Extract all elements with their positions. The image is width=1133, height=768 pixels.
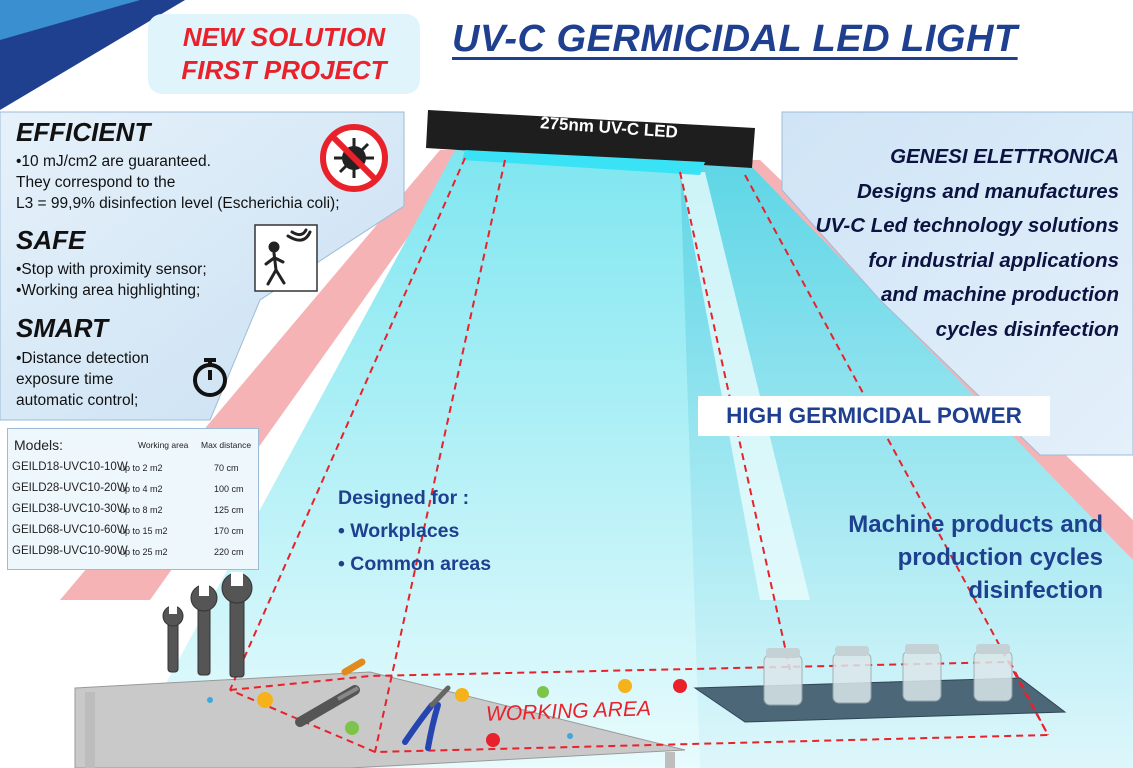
designed-for: Designed for : • Workplaces • Common are… [338,482,491,581]
model-area: up to 2 m2 [120,463,163,473]
corner-ribbon-dark [0,0,185,110]
company-line: for industrial applications [868,248,1119,272]
col-max-distance: Max distance [201,440,252,450]
designed-item: • Common areas [338,553,492,575]
smart-heading: SMART [16,313,108,343]
table-row: GEILD18-UVC10-10W up to 2 m2 70 cm [12,461,256,481]
stopwatch-icon [193,358,227,397]
proximity-person [264,228,312,286]
lamp-body [426,110,755,168]
table-row: GEILD38-UVC10-30W up to 8 m2 125 cm [12,503,256,523]
jar-icon [832,646,872,704]
smart-line: •Distance detection [16,350,149,367]
smart-line: exposure time [16,371,114,388]
efficient-line: They correspond to the [16,174,176,191]
machine-line: disinfection [968,577,1103,604]
table-leg [665,752,675,768]
company-line: cycles disinfection [935,317,1119,341]
model-distance: 125 cm [214,505,244,515]
table-row: GEILD98-UVC10-90W up to 25 m2 220 cm [12,545,256,565]
safe-line: •Working area highlighting; [16,282,201,299]
efficient-line: •10 mJ/cm2 are guaranteed. [16,153,211,170]
table-leg [85,692,95,768]
page-title: UV-C GERMICIDAL LED LIGHT [452,18,1018,60]
no-virus-icon [320,124,388,192]
screwdriver-icon [295,685,360,727]
model-distance: 100 cm [214,484,244,494]
beam-gap [680,172,810,600]
models-label: Models: [14,437,64,453]
table-row: GEILD28-UVC10-20W up to 4 m2 100 cm [12,482,256,502]
safe-line: •Stop with proximity sensor; [16,261,207,278]
table-top [74,671,686,768]
machine-line: production cycles [897,544,1103,571]
model-name: GEILD68-UVC10-60W [12,524,128,536]
company-line: Designs and manufactures [856,179,1119,203]
designed-item: • Workplaces [338,520,460,542]
company-panel [781,111,1133,456]
model-distance: 70 cm [214,463,239,473]
features-list: EFFICIENT •10 mJ/cm2 are guaranteed. The… [8,115,400,423]
wrench-icon [162,572,253,678]
model-name: GEILD98-UVC10-90W [12,545,128,557]
model-distance: 220 cm [214,547,244,557]
jar-icon [973,644,1013,702]
jar-icon [902,644,942,702]
smart-line: automatic control; [16,392,139,409]
col-working-area: Working area [138,440,189,450]
model-area: up to 8 m2 [120,505,163,515]
machine-disinfection-text: Machine products and production cycles d… [773,508,1103,607]
lamp-lens [462,150,705,175]
beam-uv-right [680,165,1133,768]
company-description: GENESI ELETTRONICA Designs and manufactu… [779,140,1119,347]
model-area: up to 4 m2 [120,484,163,494]
models-table: Models: Working area Max distance GEILD1… [7,428,259,570]
wrench-jaw [169,572,243,614]
pliers-icon [402,685,451,751]
company-line: UV-C Led technology solutions [815,214,1119,237]
model-name: GEILD28-UVC10-20W [12,482,128,494]
company-line: and machine production [880,283,1119,306]
jar-icon [763,648,803,706]
designed-heading: Designed for : [338,487,470,509]
model-name: GEILD38-UVC10-30W [12,503,128,515]
model-area: up to 25 m2 [120,547,168,557]
machine-line: Machine products and [848,511,1103,538]
screwdriver-icon [341,658,366,676]
efficient-line: L3 = 99,9% disinfection level (Escherich… [16,195,340,212]
badge-line-2: FIRST PROJECT [181,55,387,85]
safe-heading: SAFE [16,225,86,255]
features-panel [0,111,405,421]
efficient-heading: EFFICIENT [16,117,151,147]
model-name: GEILD18-UVC10-10W [12,461,128,473]
model-area: up to 15 m2 [120,526,168,536]
badge-line-1: NEW SOLUTION [182,22,386,52]
new-solution-badge: NEW SOLUTION FIRST PROJECT [148,14,420,94]
model-distance: 170 cm [214,526,244,536]
company-line: GENESI ELETTRONICA [890,145,1119,168]
table-row: GEILD68-UVC10-60W up to 15 m2 170 cm [12,524,256,544]
high-power-banner: HIGH GERMICIDAL POWER [698,396,1050,436]
virus-icon [207,679,687,747]
